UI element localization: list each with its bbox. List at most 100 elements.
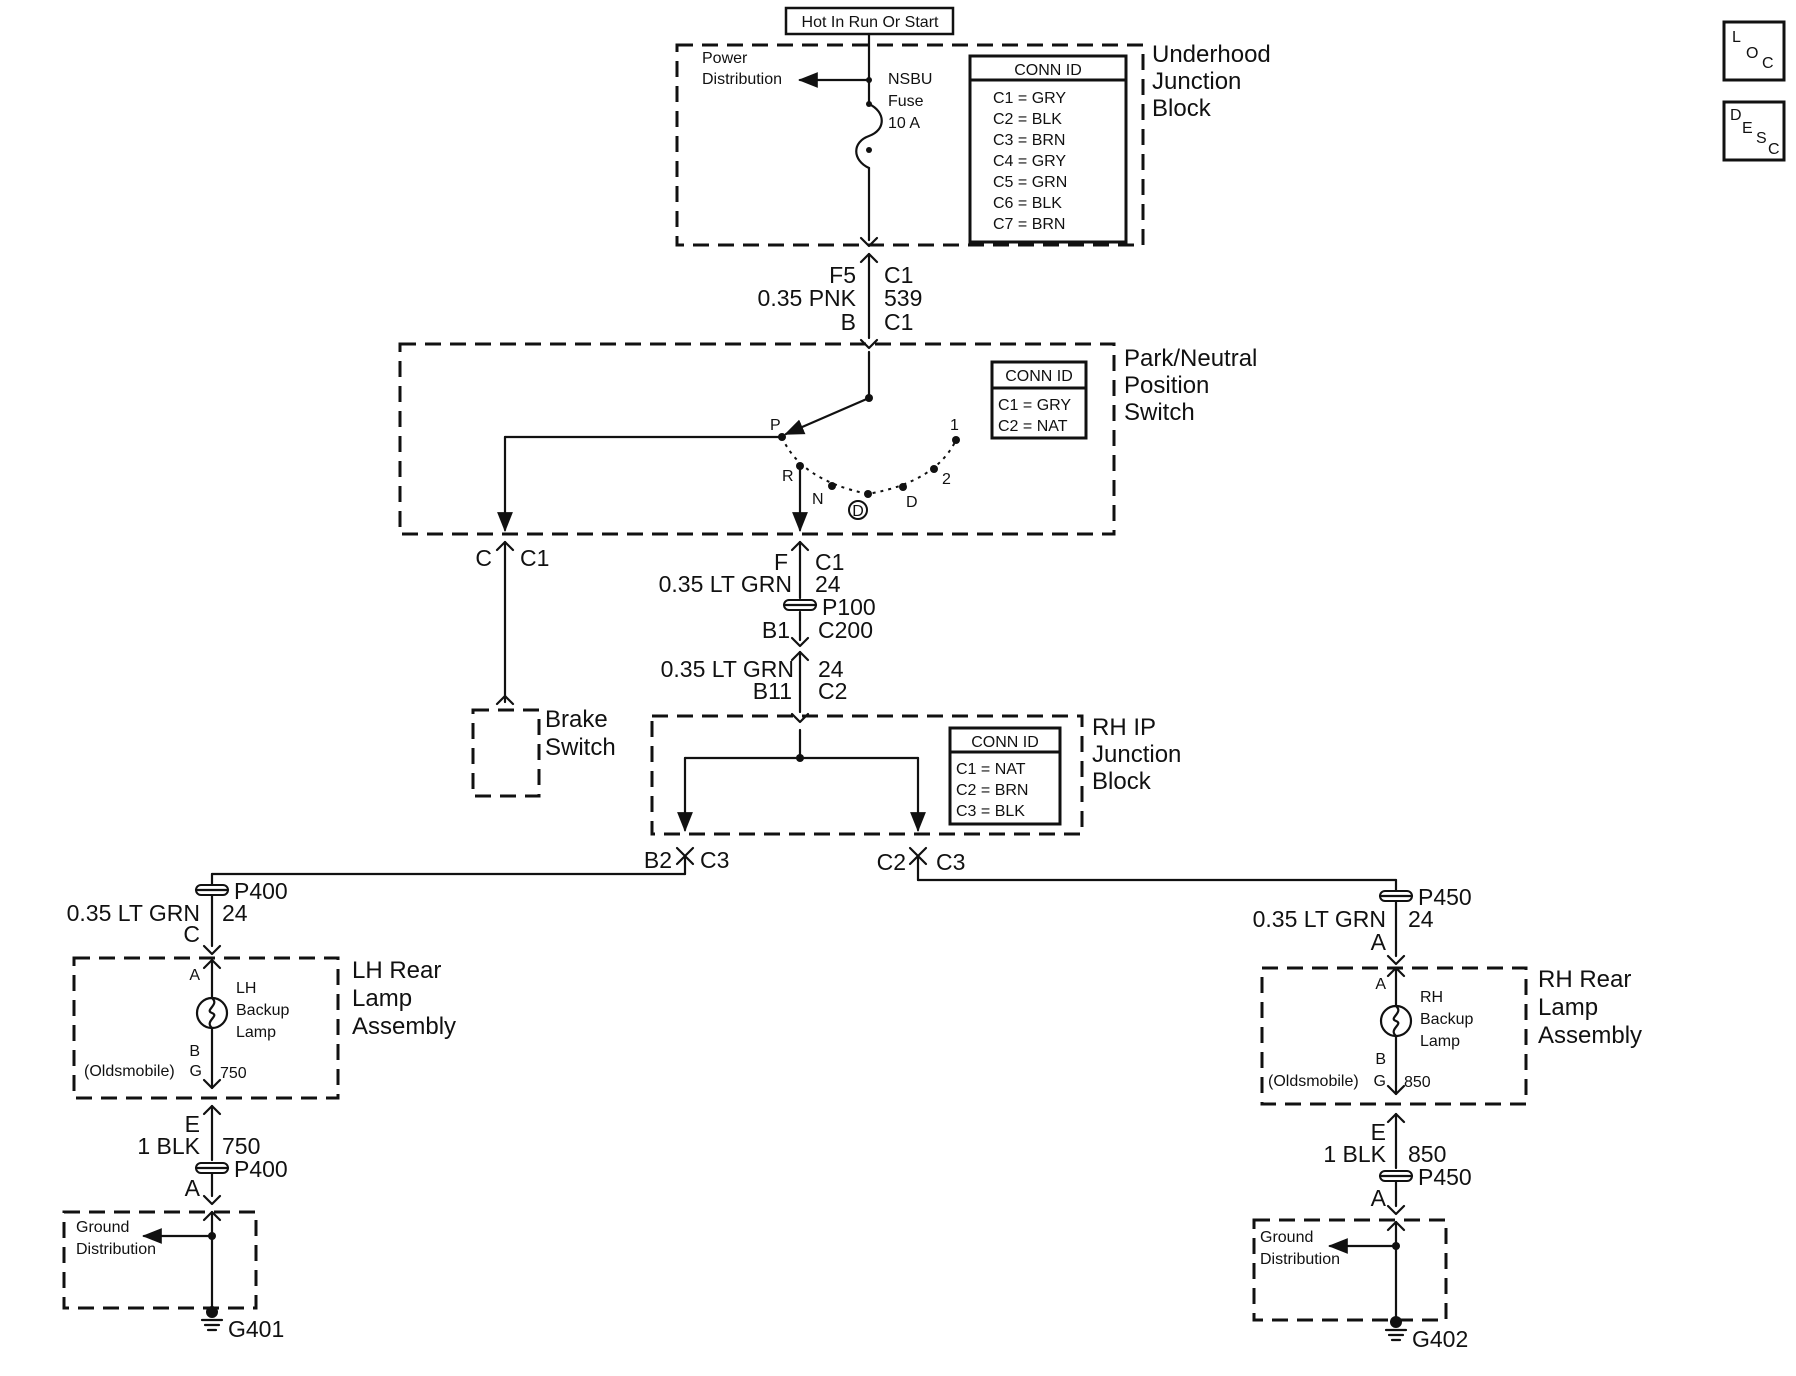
description-icon[interactable]: D E S C — [1722, 100, 1786, 162]
svg-text:Hot In Run Or Start: Hot In Run Or Start — [802, 14, 939, 31]
svg-text:0.35 LT GRN: 0.35 LT GRN — [661, 656, 794, 682]
brake-switch-link: C C1 — [475, 540, 549, 706]
svg-text:A: A — [189, 967, 200, 984]
svg-text:B11: B11 — [753, 678, 792, 704]
svg-text:0.35 LT GRN: 0.35 LT GRN — [1253, 906, 1386, 932]
svg-text:C1 = GRY: C1 = GRY — [993, 90, 1066, 107]
lh-backup-bulb-icon — [195, 996, 229, 1030]
svg-text:LH Rear: LH Rear — [352, 957, 441, 984]
svg-text:Ground: Ground — [76, 1219, 129, 1236]
svg-text:Brake: Brake — [545, 706, 608, 733]
ripjb-left-output: B2 C3 — [210, 846, 729, 886]
svg-text:LH: LH — [236, 980, 256, 997]
svg-text:C3 = BLK: C3 = BLK — [956, 803, 1025, 820]
rh-backup-bulb-icon — [1379, 1004, 1413, 1038]
svg-text:1: 1 — [950, 417, 959, 434]
svg-text:E: E — [185, 1111, 200, 1137]
svg-text:(Oldsmobile): (Oldsmobile) — [84, 1063, 175, 1080]
svg-text:O: O — [1746, 45, 1758, 62]
svg-text:C3: C3 — [936, 849, 965, 875]
svg-text:1 BLK: 1 BLK — [137, 1133, 200, 1159]
svg-text:F5: F5 — [829, 262, 856, 288]
svg-text:P: P — [770, 417, 781, 434]
svg-text:850: 850 — [1408, 1141, 1446, 1167]
svg-text:Junction: Junction — [1152, 68, 1241, 95]
svg-text:P450: P450 — [1418, 1164, 1472, 1190]
hot-in-run-label: Hot In Run Or Start — [784, 6, 955, 36]
svg-text:E: E — [1371, 1119, 1386, 1145]
svg-text:C1: C1 — [520, 545, 549, 571]
svg-text:Backup: Backup — [1420, 1011, 1473, 1028]
svg-text:C2 = NAT: C2 = NAT — [998, 418, 1068, 435]
svg-text:D: D — [906, 494, 918, 511]
rh-ip-junction-block: CONN ID C1 = NAT C2 = BRN C3 = BLK RH IP… — [650, 714, 1181, 836]
svg-text:C5 = GRN: C5 = GRN — [993, 174, 1067, 191]
svg-text:1 BLK: 1 BLK — [1323, 1141, 1386, 1167]
svg-text:24: 24 — [815, 571, 841, 597]
svg-text:539: 539 — [884, 285, 922, 311]
svg-text:C: C — [1762, 55, 1774, 72]
svg-text:R: R — [782, 468, 794, 485]
svg-text:Underhood: Underhood — [1152, 41, 1271, 68]
svg-text:C1 = GRY: C1 = GRY — [998, 397, 1071, 414]
svg-text:750: 750 — [222, 1133, 260, 1159]
svg-text:G401: G401 — [228, 1316, 284, 1342]
svg-text:A: A — [1375, 976, 1386, 993]
wire-539-pnk: F5 C1 0.35 PNK 539 B C1 — [758, 252, 922, 350]
svg-text:C: C — [1768, 141, 1780, 158]
svg-text:G402: G402 — [1412, 1326, 1468, 1352]
svg-text:P400: P400 — [234, 878, 288, 904]
svg-text:D: D — [1730, 107, 1742, 124]
nsbu-fuse-icon — [855, 102, 883, 170]
svg-text:Junction: Junction — [1092, 741, 1181, 768]
svg-text:C: C — [475, 545, 492, 571]
svg-text:Fuse: Fuse — [888, 93, 924, 110]
svg-text:N: N — [812, 491, 824, 508]
ripjb-right-output: C2 C3 — [877, 846, 1398, 892]
svg-text:B: B — [189, 1043, 200, 1060]
svg-text:C4 = GRY: C4 = GRY — [993, 153, 1066, 170]
wire-24-lt-grn-lower: 0.35 LT GRN 24 B11 C2 — [661, 650, 847, 724]
svg-text:C1 = NAT: C1 = NAT — [956, 761, 1026, 778]
svg-text:S: S — [1756, 130, 1767, 147]
svg-text:C3: C3 — [700, 847, 729, 873]
svg-text:Power: Power — [702, 50, 748, 67]
lh-backup-lamp-circuit: P400 0.35 LT GRN 24 C A LH Backup Lamp B… — [62, 878, 456, 1342]
svg-text:Block: Block — [1092, 768, 1152, 795]
svg-text:Distribution: Distribution — [1260, 1251, 1340, 1268]
svg-text:C2: C2 — [818, 678, 847, 704]
svg-text:G: G — [190, 1063, 202, 1080]
brake-switch: Brake Switch — [471, 706, 616, 798]
svg-text:L: L — [1732, 29, 1741, 46]
location-icon[interactable]: L O C — [1722, 20, 1786, 82]
svg-text:E: E — [1742, 120, 1753, 137]
svg-text:P100: P100 — [822, 594, 876, 620]
svg-text:CONN ID: CONN ID — [1005, 368, 1073, 385]
svg-text:Switch: Switch — [545, 734, 616, 761]
svg-text:850: 850 — [1404, 1074, 1431, 1091]
park-neutral-position-switch: P R N D D 2 1 CONN ID C1 = GRY C2 = NAT … — [398, 342, 1257, 536]
svg-text:Position: Position — [1124, 372, 1209, 399]
svg-text:B2: B2 — [644, 847, 672, 873]
svg-text:B1: B1 — [762, 617, 790, 643]
splice-p450-bottom-icon — [1378, 1170, 1414, 1182]
svg-text:Block: Block — [1152, 95, 1212, 122]
svg-text:G: G — [1374, 1073, 1386, 1090]
svg-text:Backup: Backup — [236, 1002, 289, 1019]
svg-text:A: A — [185, 1175, 201, 1201]
svg-text:RH Rear: RH Rear — [1538, 966, 1631, 993]
svg-text:10 A: 10 A — [888, 115, 920, 132]
svg-text:24: 24 — [222, 900, 248, 926]
rh-backup-lamp-circuit: P450 0.35 LT GRN 24 A A RH Backup Lamp B… — [1252, 884, 1642, 1352]
svg-text:0.35 LT GRN: 0.35 LT GRN — [67, 900, 200, 926]
svg-text:2: 2 — [942, 471, 951, 488]
svg-text:C2 = BRN: C2 = BRN — [956, 782, 1028, 799]
svg-text:C: C — [183, 921, 200, 947]
svg-text:P450: P450 — [1418, 884, 1472, 910]
svg-text:Lamp: Lamp — [1538, 994, 1598, 1021]
svg-text:Lamp: Lamp — [352, 985, 412, 1012]
svg-text:Ground: Ground — [1260, 1229, 1313, 1246]
svg-text:Switch: Switch — [1124, 399, 1195, 426]
svg-text:0.35 PNK: 0.35 PNK — [758, 285, 857, 311]
